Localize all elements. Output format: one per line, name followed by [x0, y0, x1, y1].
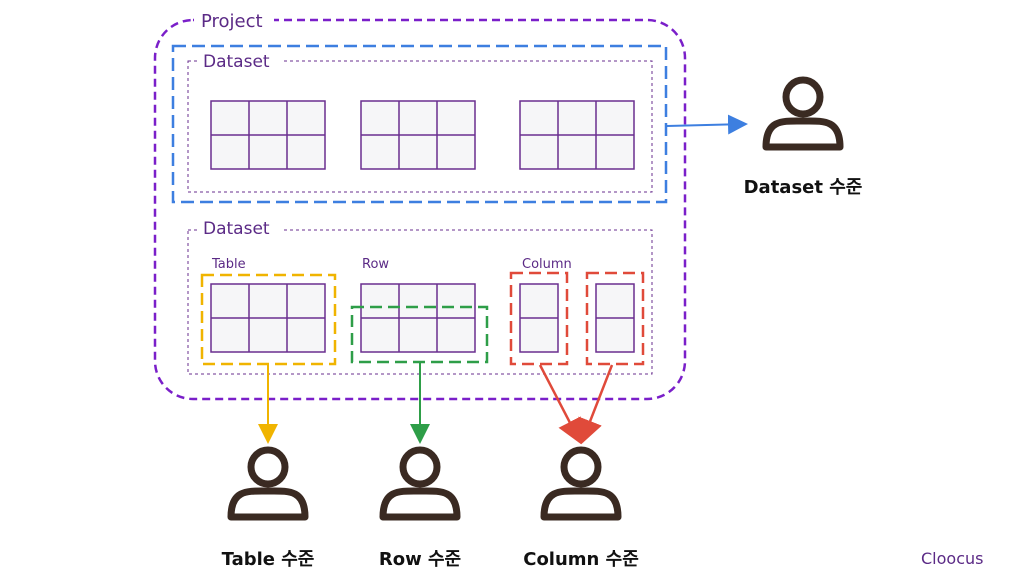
user-icon [231, 450, 305, 517]
column-arrow-right [578, 364, 614, 445]
dataset-box-top [187, 60, 653, 193]
project-label: Project [201, 11, 263, 32]
table-grid [210, 283, 326, 353]
dataset-arrow [666, 114, 748, 135]
column-level-label: Column 수준 [523, 549, 639, 570]
table-grid [360, 283, 476, 353]
column-label: Column [522, 257, 572, 272]
dataset-top-label: Dataset [203, 52, 270, 72]
table-scope-highlight [200, 273, 337, 366]
table-grid [210, 100, 326, 170]
row-level-label: Row 수준 [379, 549, 461, 570]
dataset-level-label: Dataset 수준 [744, 177, 863, 198]
project-boundary [153, 18, 687, 401]
column-grid-left [519, 283, 559, 353]
table-grid [360, 100, 476, 170]
table-label: Table [211, 257, 246, 272]
dataset-bottom-label: Dataset [203, 219, 270, 239]
column-grid-right [595, 283, 635, 353]
user-icon [544, 450, 618, 517]
column-scope-highlight-left [509, 271, 569, 366]
column-scope-highlight-right [585, 271, 645, 366]
row-label: Row [362, 257, 389, 272]
row-scope-highlight [350, 305, 489, 364]
table-level-label: Table 수준 [222, 549, 315, 570]
column-arrow-left [538, 364, 582, 445]
cloocus-logo: Cloocus [921, 549, 983, 568]
dataset-scope-highlight [171, 44, 668, 204]
user-icon [383, 450, 457, 517]
user-icon [766, 80, 840, 147]
table-grid [519, 100, 635, 170]
